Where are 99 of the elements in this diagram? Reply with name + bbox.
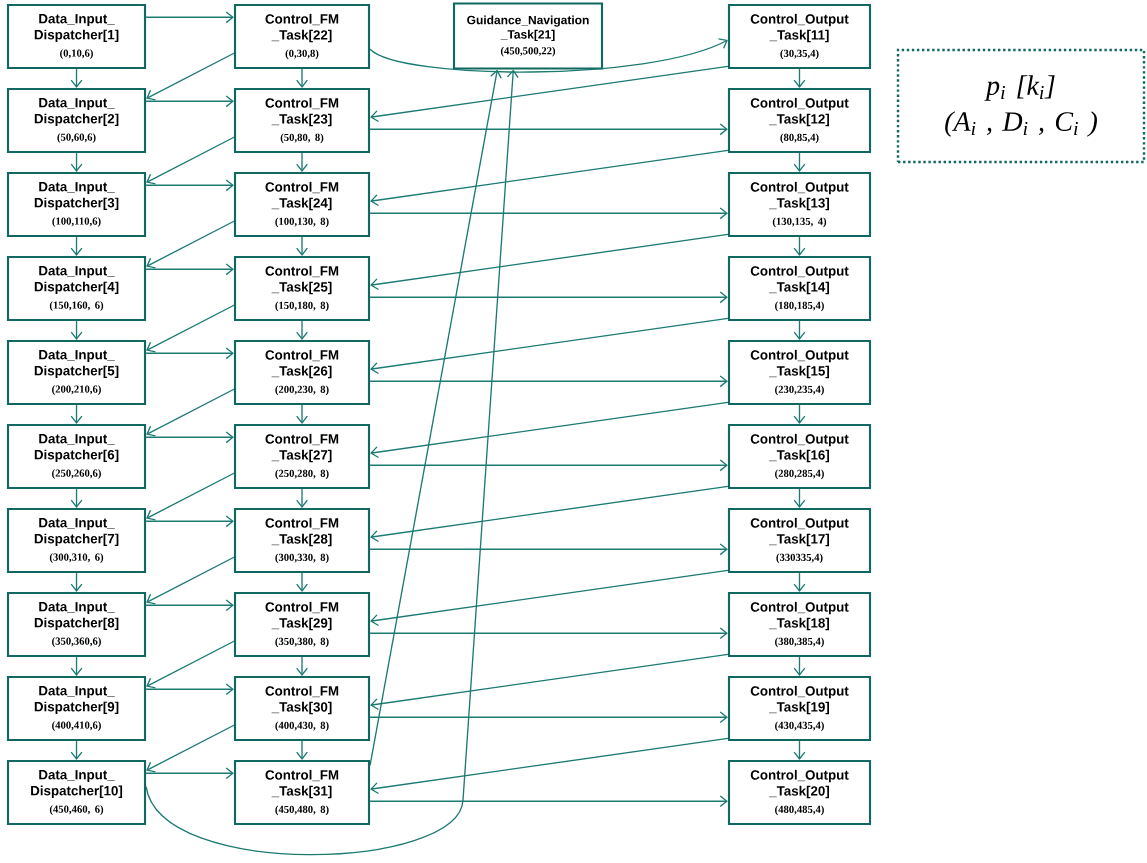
task-box: Data_Input_ Dispatcher[9] (400,410,6) [6,675,147,742]
arrow [370,65,729,123]
task-box: Data_Input_ Dispatcher[1] (0,10,6) [6,3,147,70]
task-box: Control_FM _Task[22] (0,30,8) [233,3,371,70]
arrow [296,68,308,88]
task-box: Control_FM _Task[29] (350,380, 8) [233,591,371,658]
arrow [296,740,308,760]
arrow [370,737,729,795]
arrow [145,431,234,444]
arrow [70,488,83,508]
arrow [369,459,728,472]
arrow [70,404,83,424]
arrow [370,233,729,291]
arrow [146,52,235,101]
arrow [369,69,502,766]
arrow [296,488,308,508]
arrow [70,656,83,676]
task-box: Control_FM _Task[26] (200,230, 8) [233,339,371,406]
arrow [793,572,806,592]
task-box: Data_Input_ Dispatcher[6] (250,260,6) [6,423,147,490]
arrow [793,236,806,256]
arrow [369,207,728,220]
task-box: Control_Output _Task[15] (230,235,4) [727,339,872,406]
arrow [145,95,234,108]
arrow [296,572,308,592]
arrow [296,404,308,424]
arrow [70,572,83,592]
arrow [146,556,235,605]
arrow [369,627,728,640]
task-box: Data_Input_ Dispatcher[8] (350,360,6) [6,591,147,658]
task-box: Control_FM _Task[28] (300,330, 8) [233,507,371,574]
arrow [370,149,729,207]
arrow [296,320,308,340]
arrow [70,320,83,340]
task-box: Control_FM _Task[30] (400,430, 8) [233,675,371,742]
arrow [369,711,728,724]
arrow [146,304,235,353]
arrow [70,236,83,256]
arrow [146,388,235,437]
arrow [369,123,728,136]
arrow [369,543,728,556]
task-box: Control_FM _Task[24] (100,130, 8) [233,171,371,238]
arrow [70,740,83,760]
task-box: Control_Output _Task[13] (130,135, 4) [727,171,872,238]
arrow [369,291,728,304]
arrow [370,485,729,543]
arrow [145,347,234,360]
task-box: Data_Input_ Dispatcher[10] (450,460, 6) [6,759,147,826]
arrow [370,317,729,375]
arrow [145,515,234,528]
arrow [369,375,728,388]
arrow [793,152,806,172]
arrow [369,795,728,808]
task-box: Control_FM _Task[23] (50,80, 8) [233,87,371,154]
task-box: Control_FM _Task[31] (450,480, 8) [233,759,371,826]
arrow [146,472,235,521]
arrow [793,488,806,508]
task-box: Data_Input_ Dispatcher[5] (200,210,6) [6,339,147,406]
arrow [370,401,729,459]
arrow [793,656,806,676]
task-box: Data_Input_ Dispatcher[4] (150,160, 6) [6,255,147,322]
arrow [370,569,729,627]
task-box: Control_FM _Task[25] (150,180, 8) [233,255,371,322]
arrow [793,740,806,760]
arrow [296,152,308,172]
task-box: Control_Output _Task[17] (330335,4) [727,507,872,574]
arrow [145,599,234,612]
task-box: Control_Output _Task[19] (430,435,4) [727,675,872,742]
task-box: Control_Output _Task[20] (480,485,4) [727,759,872,826]
arrow [145,767,234,780]
arrow [145,263,234,276]
arrow [146,640,235,689]
arrow [370,653,729,711]
arrow [70,68,83,88]
arrow [296,656,308,676]
task-box: Control_Output _Task[11] (30,35,4) [727,3,872,70]
arrow [369,38,728,73]
arrow [146,220,235,269]
task-box: Control_FM _Task[27] (250,280, 8) [233,423,371,490]
arrow [70,152,83,172]
arrow [793,68,806,88]
arrow [145,683,234,696]
task-box: Control_Output _Task[18] (380,385,4) [727,591,872,658]
arrow [145,11,234,24]
task-box: Control_Output _Task[16] (280,285,4) [727,423,872,490]
arrow [145,69,519,856]
task-box: Control_Output _Task[14] (180,185,4) [727,255,872,322]
task-box: Data_Input_ Dispatcher[7] (300,310, 6) [6,507,147,574]
arrow [145,179,234,192]
arrow [146,136,235,185]
task-box: Guidance_Navigation _Task[21] (450,500,22) [452,2,604,70]
arrow [793,320,806,340]
arrow [146,724,235,773]
task-box: Data_Input_ Dispatcher[2] (50,60,6) [6,87,147,154]
task-box: Data_Input_ Dispatcher[3] (100,110,6) [6,171,147,238]
notation-box: p$_{i}$ [k$_{i}$] (A$_{i}$ , D$_{i}$ , C$_{i}$ ) [896,48,1146,164]
task-box: Control_Output _Task[12] (80,85,4) [727,87,872,154]
arrow [793,404,806,424]
arrow [296,236,308,256]
